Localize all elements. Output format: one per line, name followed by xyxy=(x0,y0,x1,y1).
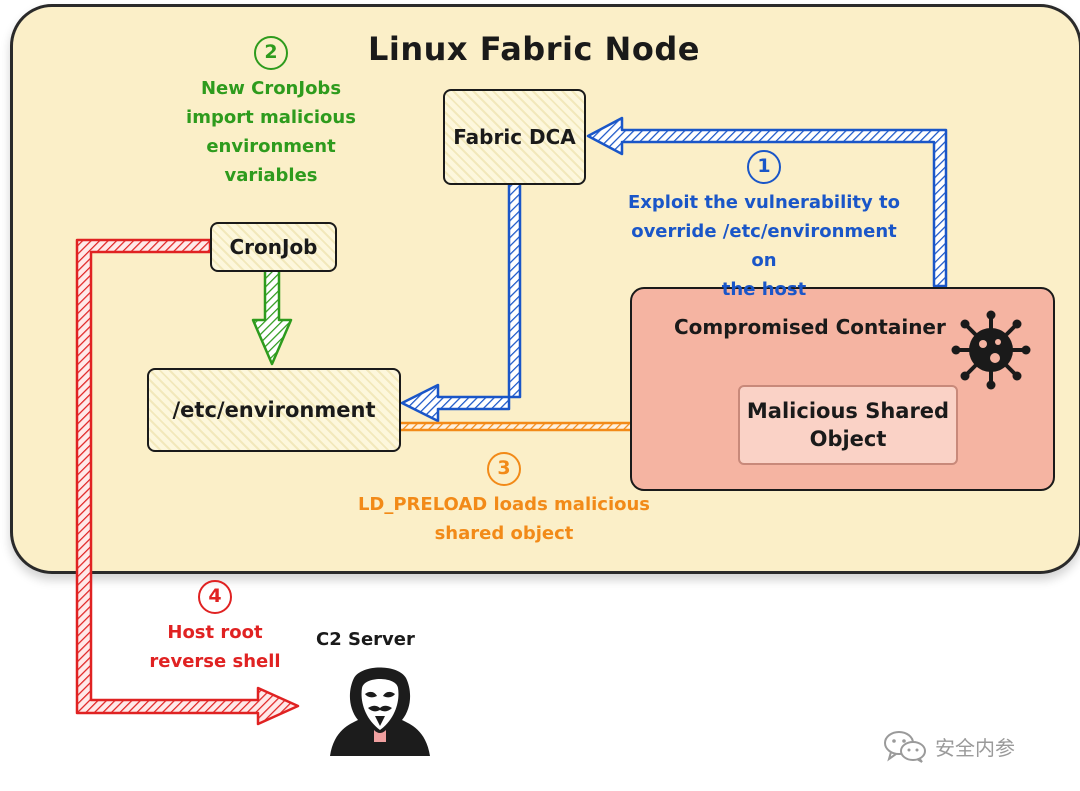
step-3-line-2: shared object xyxy=(434,523,574,544)
step-1-number: 1 xyxy=(747,150,781,184)
step-2-line-1: New CronJobs xyxy=(200,78,342,99)
step-1-note: 1 Exploit the vulnerability to override … xyxy=(616,150,912,304)
step-2-number: 2 xyxy=(254,36,288,70)
malicious-shared-object-box: Malicious Shared Object xyxy=(738,385,958,465)
c2-server-label: C2 Server xyxy=(316,629,415,650)
container-title: Compromised Container xyxy=(674,315,946,339)
mso-line-1: Malicious Shared xyxy=(746,399,950,423)
hacker-mask-icon xyxy=(330,667,430,756)
step-3-line-1: LD_PRELOAD loads malicious xyxy=(357,494,651,515)
step-3-note: 3 LD_PRELOAD loads malicious shared obje… xyxy=(356,452,652,548)
arrow-cronjob-to-environment xyxy=(251,268,293,366)
arrow-reverse-shell-to-c2 xyxy=(75,238,300,726)
step-1-line-1: Exploit the vulnerability to xyxy=(628,192,900,213)
wechat-icon xyxy=(884,731,926,763)
fabric-dca-box: Fabric DCA xyxy=(443,89,586,185)
watermark-text: 安全内参 xyxy=(935,735,1015,760)
step-4-line-2: reverse shell xyxy=(149,651,281,672)
arrow-dca-to-environment xyxy=(400,181,522,423)
cronjob-box: CronJob xyxy=(210,222,337,272)
step-4-number: 4 xyxy=(198,580,232,614)
etc-environment-box: /etc/environment xyxy=(147,368,401,452)
step-4-line-1: Host root xyxy=(167,622,263,643)
step-2-note: 2 New CronJobs import malicious environm… xyxy=(182,36,360,190)
compromised-container-box: Compromised Container Malicious Shared O… xyxy=(630,287,1055,491)
mso-line-2: Object xyxy=(809,427,887,451)
panel-title: Linux Fabric Node xyxy=(368,30,700,68)
step-1-line-3: the host xyxy=(721,279,807,300)
watermark: 安全内参 xyxy=(883,729,1015,763)
step-1-line-2: override /etc/environment on xyxy=(631,221,897,271)
step-3-number: 3 xyxy=(487,452,521,486)
step-2-line-3: environment xyxy=(206,136,336,157)
step-2-line-2: import malicious xyxy=(186,107,356,128)
arrow-exploit-to-dca xyxy=(586,116,948,288)
virus-icon xyxy=(951,310,1031,390)
step-4-note: 4 Host root reverse shell xyxy=(140,580,290,676)
step-2-line-4: variables xyxy=(224,165,318,186)
